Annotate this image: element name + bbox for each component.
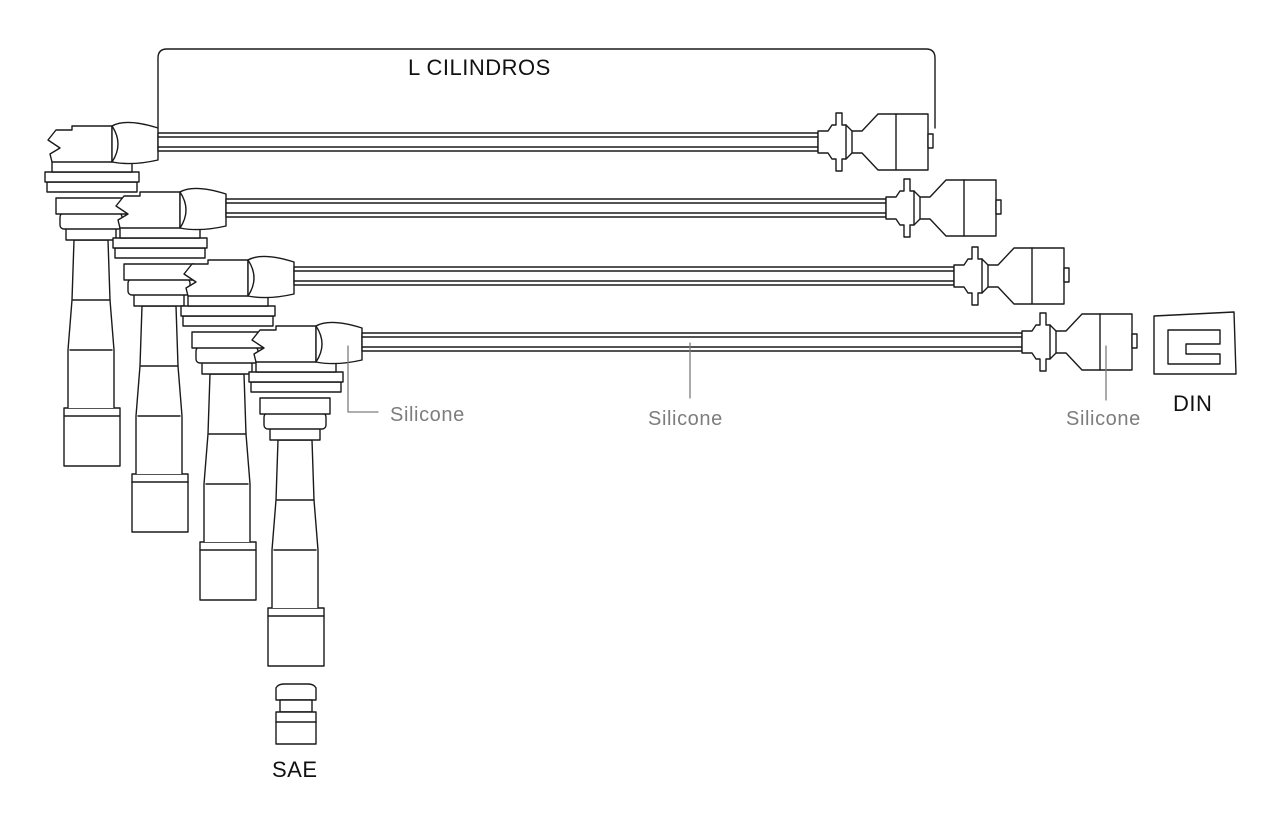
din-label: DIN [1173, 391, 1213, 416]
cable-body [294, 267, 954, 285]
din-terminal [1154, 312, 1236, 374]
diagram-title: L CILINDROS [408, 55, 551, 80]
distributor-end [886, 179, 1001, 237]
sae-terminal [276, 684, 316, 744]
cable-4 [249, 313, 1137, 666]
leader-boot [348, 346, 378, 412]
cable-1 [45, 113, 933, 466]
cable-3 [181, 247, 1069, 600]
silicone-label-cable: Silicone [648, 408, 723, 430]
elbow-head [116, 188, 226, 229]
elbow-head [48, 122, 158, 163]
coil-boot [181, 294, 275, 600]
sae-label: SAE [272, 757, 318, 782]
coil-boot [249, 360, 343, 666]
distributor-end [818, 113, 933, 171]
distributor-end [954, 247, 1069, 305]
elbow-head [184, 256, 294, 297]
cable-body [226, 199, 886, 217]
silicone-label-end: Silicone [1066, 408, 1141, 430]
elbow-head [252, 322, 362, 363]
silicone-label-boot: Silicone [390, 404, 465, 426]
distributor-end [1022, 313, 1137, 371]
label-leaders [348, 343, 1106, 412]
length-bracket [158, 49, 935, 128]
cable-body [158, 133, 818, 151]
cable-2 [113, 179, 1001, 532]
coil-boot [45, 160, 139, 466]
cable-body [362, 333, 1022, 351]
